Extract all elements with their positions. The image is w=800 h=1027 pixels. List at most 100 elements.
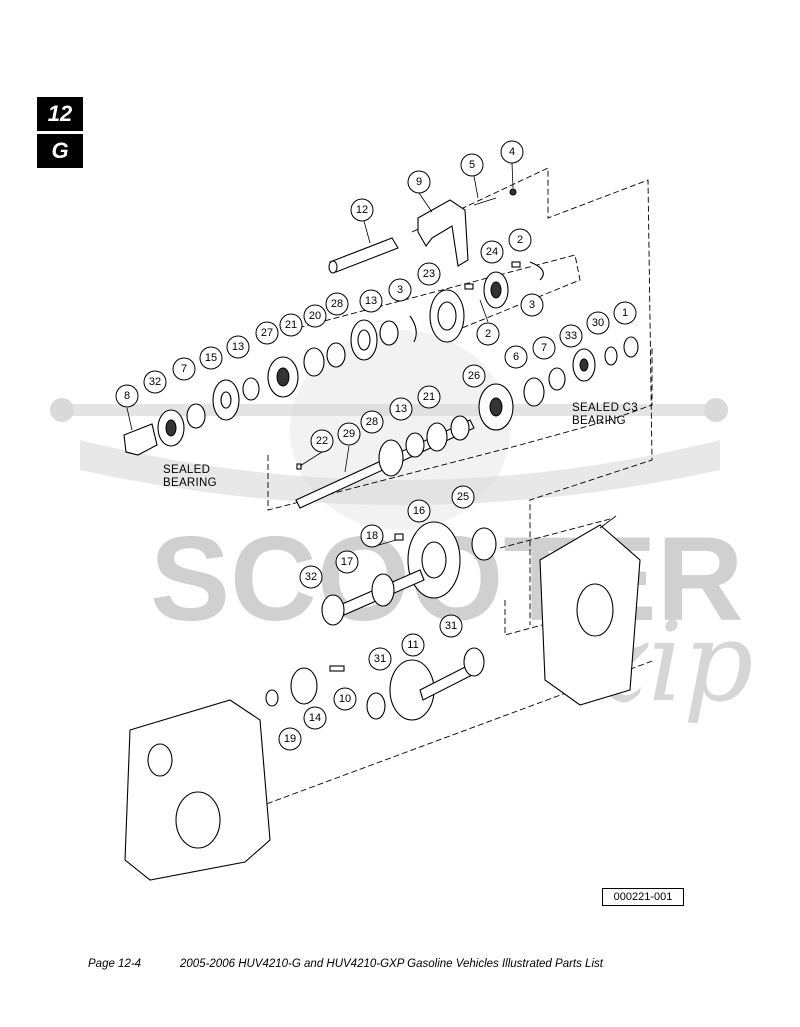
callout-14: 14 bbox=[303, 706, 327, 730]
chapter-tab: 12 bbox=[37, 97, 83, 131]
svg-text:23: 23 bbox=[423, 268, 435, 280]
svg-text:2: 2 bbox=[517, 234, 523, 246]
callout-11: 11 bbox=[401, 633, 425, 657]
svg-text:18: 18 bbox=[366, 530, 378, 542]
callout-13-middle: 13 bbox=[226, 335, 250, 359]
sealed-note-line2: BEARING bbox=[163, 477, 217, 489]
svg-text:12: 12 bbox=[356, 204, 368, 216]
svg-text:33: 33 bbox=[565, 330, 577, 342]
svg-text:24: 24 bbox=[486, 246, 498, 258]
callout-33: 33 bbox=[559, 324, 583, 348]
callout-16: 16 bbox=[407, 499, 431, 523]
callout-1: 1 bbox=[613, 301, 637, 325]
callout-6: 6 bbox=[504, 345, 528, 369]
callout-19: 19 bbox=[278, 727, 302, 751]
footer-title: 2005-2006 HUV4210-G and HUV4210-GXP Gaso… bbox=[180, 958, 603, 970]
callout-22: 22 bbox=[310, 429, 334, 453]
svg-text:29: 29 bbox=[343, 428, 355, 440]
svg-text:26: 26 bbox=[468, 370, 480, 382]
lower-shaft-parts bbox=[265, 521, 497, 721]
svg-text:1: 1 bbox=[622, 307, 628, 319]
figure-number: 000221-001 bbox=[602, 888, 684, 906]
svg-text:31: 31 bbox=[445, 620, 457, 632]
svg-text:21: 21 bbox=[285, 319, 297, 331]
sealed-c3-note-line2: BEARING bbox=[572, 415, 626, 427]
svg-text:19: 19 bbox=[284, 733, 296, 745]
callout-7-left: 7 bbox=[172, 357, 196, 381]
callout-8: 8 bbox=[115, 384, 139, 408]
svg-text:14: 14 bbox=[309, 712, 321, 724]
footer-page-number: Page 12-4 bbox=[88, 958, 142, 970]
sealed-note-line1: SEALED bbox=[163, 464, 210, 476]
svg-text:20: 20 bbox=[309, 310, 321, 322]
svg-text:22: 22 bbox=[316, 435, 328, 447]
svg-text:17: 17 bbox=[341, 556, 353, 568]
callout-7-right: 7 bbox=[532, 336, 556, 360]
svg-text:13: 13 bbox=[365, 295, 377, 307]
sealed-c3-note-line1: SEALED C3 bbox=[572, 402, 638, 414]
svg-text:28: 28 bbox=[331, 298, 343, 310]
callout-23: 23 bbox=[417, 262, 441, 286]
svg-text:9: 9 bbox=[416, 176, 422, 188]
housing-parts bbox=[124, 515, 641, 881]
svg-text:2: 2 bbox=[485, 328, 491, 340]
svg-text:32: 32 bbox=[149, 376, 161, 388]
callout-9: 9 bbox=[407, 170, 431, 194]
middle-shaft-parts bbox=[295, 336, 639, 509]
svg-text:7: 7 bbox=[541, 342, 547, 354]
assembly-lines bbox=[249, 167, 656, 811]
svg-text:15: 15 bbox=[205, 352, 217, 364]
callout-12: 12 bbox=[350, 198, 374, 222]
callout-32-lower: 32 bbox=[299, 565, 323, 589]
section-tab: G bbox=[37, 134, 83, 168]
svg-text:25: 25 bbox=[457, 491, 469, 503]
svg-text:10: 10 bbox=[339, 693, 351, 705]
callout-32-upper: 32 bbox=[143, 370, 167, 394]
svg-text:28: 28 bbox=[366, 416, 378, 428]
callout-28-lower: 28 bbox=[360, 410, 384, 434]
upper-shaft-parts bbox=[123, 261, 544, 456]
callout-25: 25 bbox=[451, 485, 475, 509]
callout-28-upper: 28 bbox=[325, 292, 349, 316]
callout-17: 17 bbox=[335, 550, 359, 574]
callout-5: 5 bbox=[460, 153, 484, 177]
svg-text:3: 3 bbox=[397, 284, 403, 296]
svg-text:8: 8 bbox=[124, 390, 130, 402]
callout-31-right: 31 bbox=[439, 614, 463, 638]
callout-3-right: 3 bbox=[520, 293, 544, 317]
callout-30: 30 bbox=[586, 311, 610, 335]
bearing-notes: SEALED C3 BEARING SEALED BEARING bbox=[163, 402, 638, 489]
callout-10: 10 bbox=[333, 687, 357, 711]
callout-21-middle: 21 bbox=[417, 385, 441, 409]
svg-text:30: 30 bbox=[592, 317, 604, 329]
shift-parts bbox=[328, 188, 517, 274]
callout-18: 18 bbox=[360, 524, 384, 548]
svg-text:4: 4 bbox=[509, 146, 515, 158]
callout-2-upper: 2 bbox=[508, 228, 532, 252]
svg-text:31: 31 bbox=[374, 653, 386, 665]
svg-text:7: 7 bbox=[181, 363, 187, 375]
callout-26: 26 bbox=[462, 364, 486, 388]
callout-3-left: 3 bbox=[388, 278, 412, 302]
svg-text:5: 5 bbox=[469, 159, 475, 171]
svg-text:27: 27 bbox=[261, 327, 273, 339]
page-footer: Page 12-4 2005-2006 HUV4210-G and HUV4210… bbox=[88, 958, 603, 970]
callout-29: 29 bbox=[337, 422, 361, 446]
callout-4: 4 bbox=[500, 140, 524, 164]
svg-text:3: 3 bbox=[529, 299, 535, 311]
callouts: 4 5 9 12 2 24 23 3 3 2 13 28 20 21 27 1 … bbox=[115, 140, 637, 751]
callout-13-lower: 13 bbox=[389, 397, 413, 421]
callout-20: 20 bbox=[303, 304, 327, 328]
callout-21-upper: 21 bbox=[279, 313, 303, 337]
callout-27: 27 bbox=[255, 321, 279, 345]
svg-text:21: 21 bbox=[423, 391, 435, 403]
svg-text:13: 13 bbox=[232, 341, 244, 353]
callout-2-lower: 2 bbox=[476, 322, 500, 346]
svg-text:32: 32 bbox=[305, 571, 317, 583]
callout-13-upper: 13 bbox=[359, 289, 383, 313]
svg-text:16: 16 bbox=[413, 505, 425, 517]
callout-31-left: 31 bbox=[368, 647, 392, 671]
callout-24: 24 bbox=[480, 240, 504, 264]
callout-15: 15 bbox=[199, 346, 223, 370]
